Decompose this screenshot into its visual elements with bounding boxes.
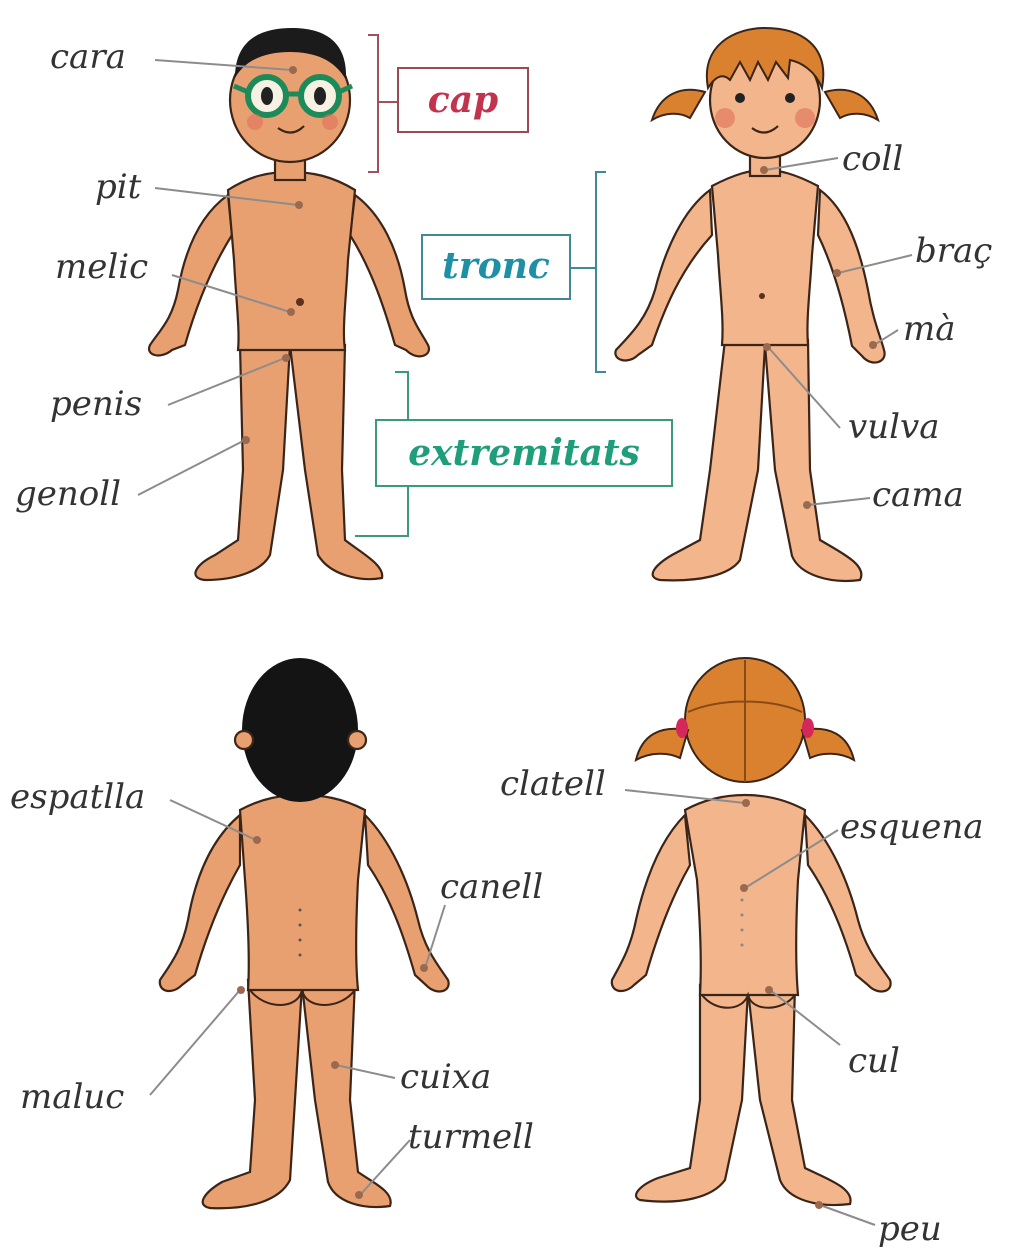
label-brac: braç — [915, 231, 992, 271]
label-cul: cul — [848, 1041, 900, 1081]
label-vulva: vulva — [848, 407, 939, 447]
label-canell: canell — [440, 867, 543, 907]
girl-front-figure — [615, 28, 884, 581]
label-cuixa: cuixa — [400, 1057, 491, 1097]
label-peu: peu — [878, 1209, 942, 1249]
label-turmell: turmell — [408, 1117, 534, 1157]
tronc-group: tronc — [422, 172, 606, 372]
boy-front-figure — [149, 28, 429, 580]
extremitats-group: extremitats — [355, 372, 672, 536]
label-esquena: esquena — [840, 807, 984, 847]
label-cara: cara — [50, 37, 126, 77]
label-penis: penis — [50, 384, 142, 424]
tronc-label: tronc — [442, 245, 550, 287]
extremitats-label: extremitats — [408, 432, 640, 474]
boy-back-figure — [160, 658, 449, 1208]
label-pit: pit — [95, 167, 142, 207]
cap-label: cap — [428, 79, 498, 121]
label-cama: cama — [872, 475, 964, 515]
label-genoll: genoll — [15, 474, 121, 514]
cap-group: cap — [368, 35, 528, 172]
label-espatlla: espatlla — [10, 777, 145, 817]
label-maluc: maluc — [20, 1077, 124, 1117]
girl-back-figure — [612, 658, 891, 1205]
label-coll: coll — [842, 139, 903, 179]
label-ma: mà — [903, 309, 956, 349]
label-melic: melic — [55, 247, 148, 287]
label-clatell: clatell — [500, 764, 606, 804]
